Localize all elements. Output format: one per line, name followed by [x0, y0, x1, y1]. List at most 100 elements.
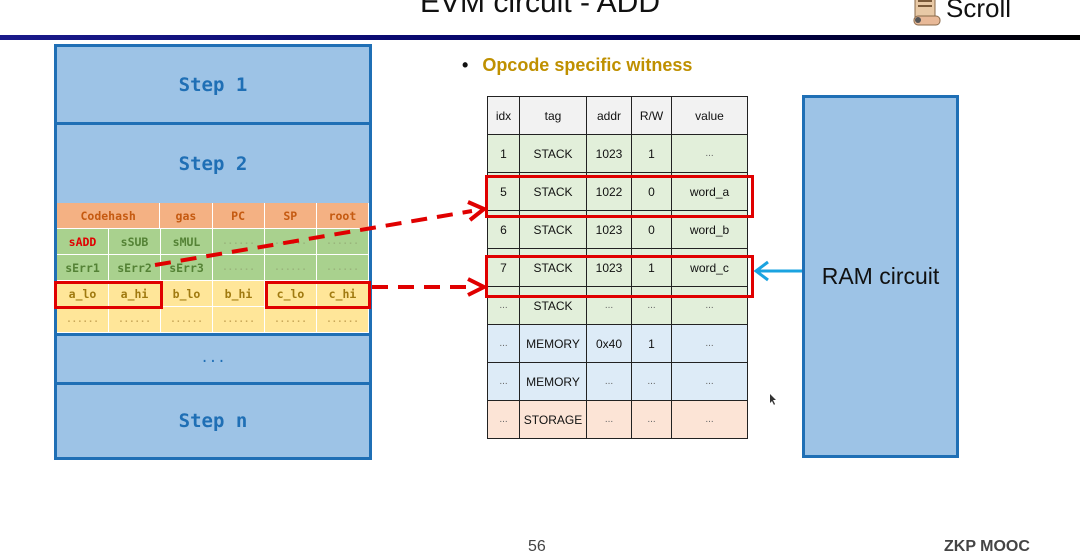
grid-cell: ......	[265, 255, 317, 281]
cell: ...	[487, 286, 520, 325]
grid-cell: a_lo	[57, 281, 109, 307]
cell: 1023	[586, 134, 632, 173]
highlight-row-word-c	[485, 255, 754, 298]
grid-cell: sErr3	[161, 255, 213, 281]
cell: ...	[671, 400, 748, 439]
grid-cell: sErr1	[57, 255, 109, 281]
arrowhead-icon	[467, 277, 489, 297]
cell: STACK	[519, 248, 587, 287]
header-tag: tag	[519, 96, 587, 135]
cell: ...	[586, 286, 632, 325]
dashed-arrow-c-to-word-c	[372, 277, 489, 297]
highlight-a-operand	[54, 281, 163, 309]
table-row: ...MEMORY.........	[487, 362, 748, 401]
arrowhead-icon	[753, 260, 769, 282]
cell: ...	[671, 134, 748, 173]
grid-cell: b_lo	[161, 281, 213, 307]
cell: STACK	[519, 172, 587, 211]
grid-cell: ......	[317, 255, 369, 281]
ram-circuit-box: RAM circuit	[802, 95, 959, 458]
cell: 5	[487, 172, 520, 211]
cell: ...	[631, 400, 672, 439]
grid-cell-sadd: sADD	[57, 229, 109, 255]
step-2-grid: Codehash gas PC SP root sADD sSUB sMUL .…	[57, 203, 370, 336]
step-n-label: Step n	[178, 410, 248, 432]
step-n: Step n	[57, 385, 369, 457]
header-idx: idx	[487, 96, 520, 135]
cell: ...	[631, 286, 672, 325]
grid-cell: gas	[160, 203, 213, 229]
cell: ...	[631, 362, 672, 401]
grid-cell: ......	[213, 255, 265, 281]
table-row: ...STACK.........	[487, 286, 748, 325]
bullet-opcode-witness: •Opcode specific witness	[462, 55, 693, 75]
grid-cell: ......	[109, 307, 161, 333]
step-1-label: Step 1	[178, 73, 248, 96]
evm-steps-column: Step 1 Step 2 Codehash gas PC SP root sA…	[54, 44, 372, 460]
cell: ...	[487, 324, 520, 363]
grid-row-errors: sErr1 sErr2 sErr3 ...... ...... ......	[57, 255, 369, 281]
cell: word_c	[671, 248, 748, 287]
scroll-logo-icon	[913, 0, 941, 26]
grid-cell: ......	[213, 229, 265, 255]
cell: 0	[631, 172, 672, 211]
grid-cell: sErr2	[109, 255, 161, 281]
step-2-label: Step 2	[178, 153, 248, 175]
bullet-text: Opcode specific witness	[482, 55, 693, 75]
step-2: Step 2	[57, 125, 369, 203]
grid-cell: ......	[213, 307, 265, 333]
cell: 1	[631, 324, 672, 363]
table-header-row: idx tag addr R/W value	[487, 96, 748, 135]
grid-cell: sSUB	[109, 229, 161, 255]
cell: ...	[671, 362, 748, 401]
cell: 1	[631, 248, 672, 287]
ellipsis-label: ...	[200, 349, 226, 366]
cell: ...	[487, 400, 520, 439]
arrow-ram-to-word-c	[753, 260, 802, 282]
grid-row-selectors: sADD sSUB sMUL ...... ...... ......	[57, 229, 369, 255]
cell: word_a	[671, 172, 748, 211]
grid-cell: ......	[317, 307, 369, 333]
logo-text: Scroll	[946, 0, 1012, 23]
grid-cell: c_lo	[265, 281, 317, 307]
grid-cell: PC	[212, 203, 265, 229]
slide-title: EVM circuit - ADD	[419, 0, 661, 19]
cell: ...	[487, 362, 520, 401]
highlight-c-operand	[265, 281, 371, 309]
scroll-logo: Scroll	[912, 0, 1011, 26]
grid-cell: ......	[265, 307, 317, 333]
grid-cell: b_hi	[213, 281, 265, 307]
cell: 0x40	[586, 324, 632, 363]
cell: ...	[586, 362, 632, 401]
cell: 1	[631, 134, 672, 173]
grid-cell: SP	[264, 203, 317, 229]
grid-cell: Codehash	[57, 203, 161, 229]
mouse-cursor-icon	[770, 394, 776, 405]
grid-cell: root	[316, 203, 370, 229]
cell: STACK	[519, 286, 587, 325]
grid-cell: ......	[57, 307, 109, 333]
cell: ...	[671, 324, 748, 363]
grid-cell: sMUL	[161, 229, 213, 255]
cell: MEMORY	[519, 362, 587, 401]
grid-cell: ......	[161, 307, 213, 333]
cell: 1023	[586, 248, 632, 287]
header-value: value	[671, 96, 748, 135]
footer-brand: ZKP MOOC	[944, 538, 1030, 555]
step-1: Step 1	[57, 47, 369, 125]
highlight-row-word-a	[485, 175, 754, 218]
header-rw: R/W	[631, 96, 672, 135]
header-divider	[0, 35, 1080, 40]
cell: ...	[671, 286, 748, 325]
cell: STORAGE	[519, 400, 587, 439]
grid-row-extra: ...... ...... ...... ...... ...... .....…	[57, 307, 369, 333]
arrowhead-icon	[467, 200, 488, 222]
cell: MEMORY	[519, 324, 587, 363]
ram-circuit-label: RAM circuit	[821, 263, 940, 289]
cell: 1022	[586, 172, 632, 211]
